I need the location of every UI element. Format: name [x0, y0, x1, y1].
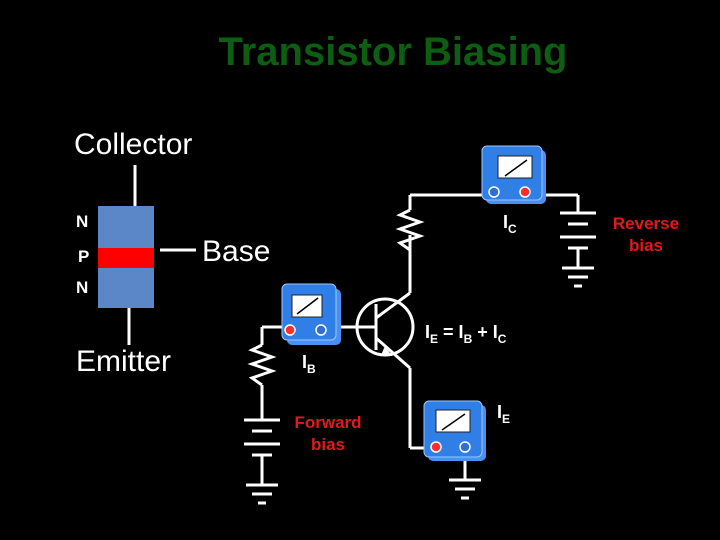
- collector-label: Collector: [74, 128, 193, 161]
- ammeter-base: [281, 283, 341, 345]
- n-layer-top: [98, 206, 154, 248]
- current-ie-label: IE: [497, 402, 511, 426]
- collector-circuit: [395, 193, 580, 262]
- current-ic-label: IC: [503, 212, 517, 236]
- layer-label-n-bottom: N: [76, 278, 89, 297]
- base-circuit: [247, 325, 282, 420]
- layer-label-n-top: N: [76, 212, 89, 231]
- layer-label-p: P: [78, 247, 90, 266]
- base-label: Base: [202, 235, 271, 268]
- current-equation: IE = IB + IC: [425, 322, 507, 346]
- forward-battery: [244, 418, 280, 505]
- p-layer: [98, 248, 154, 268]
- reverse-battery: [560, 211, 596, 288]
- emitter-label: Emitter: [76, 345, 172, 378]
- current-ib-label: IB: [302, 352, 316, 376]
- ammeter-collector: [481, 145, 546, 204]
- emitter-arrow: [381, 346, 392, 356]
- ammeter-emitter: [423, 400, 486, 461]
- slide-title: Transistor Biasing: [218, 30, 568, 74]
- n-layer-bottom: [98, 268, 154, 308]
